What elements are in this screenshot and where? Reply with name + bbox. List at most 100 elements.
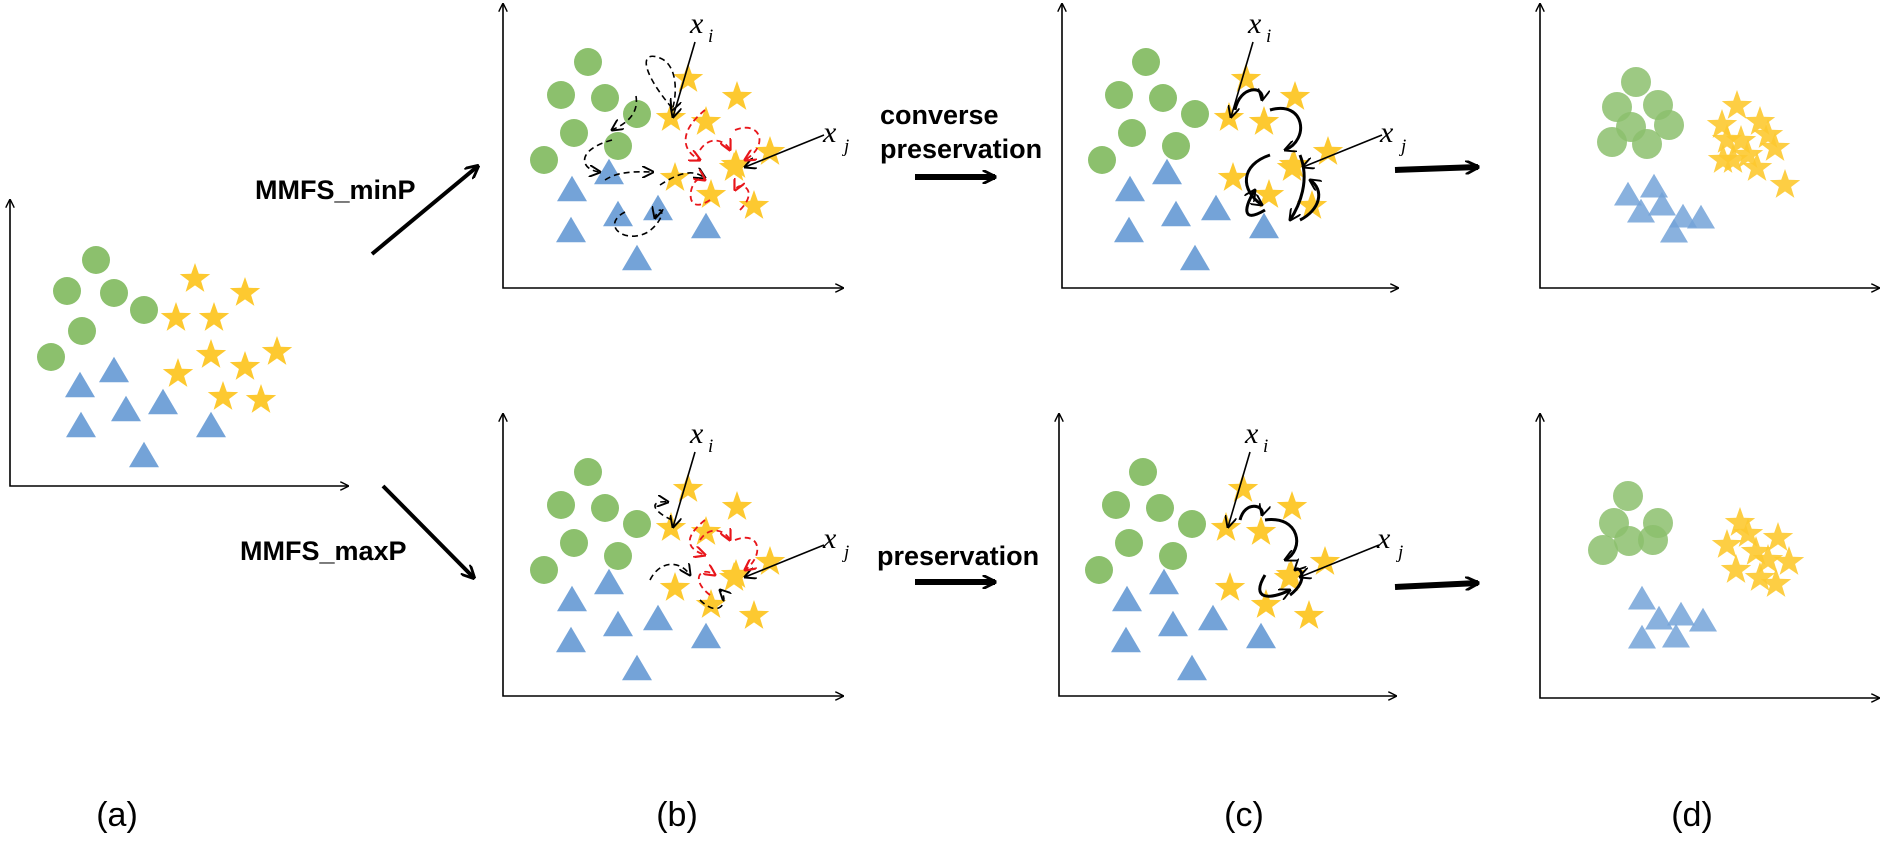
- circle-icon: [1146, 494, 1174, 522]
- preservation-arrow: [1233, 90, 1262, 111]
- xj-pointer-arrow: [1303, 134, 1383, 167]
- svg-text:x: x: [822, 522, 837, 555]
- triangle-icon: [1158, 610, 1188, 637]
- svg-text:x: x: [1376, 522, 1391, 555]
- star-icon: [721, 491, 753, 520]
- triangle-icon: [196, 411, 226, 438]
- svg-text:x: x: [1244, 417, 1259, 450]
- triangle-icon: [1152, 158, 1182, 185]
- svg-text:j: j: [841, 542, 849, 563]
- triangle-icon: [622, 654, 652, 681]
- star-icon: [1214, 572, 1246, 601]
- svg-text:x: x: [1247, 7, 1262, 40]
- star-icon: [198, 302, 230, 331]
- triangle-icon: [643, 194, 673, 221]
- panel-label-b: (b): [656, 796, 698, 834]
- transition-arrows: [370, 166, 1478, 587]
- circle-icon: [530, 556, 558, 584]
- triangle-icon: [1662, 623, 1690, 648]
- triangle-icon: [1640, 173, 1668, 198]
- star-icon: [659, 162, 691, 191]
- svg-text:j: j: [841, 136, 849, 157]
- circle-icon: [1088, 146, 1116, 174]
- triangle-icon: [603, 610, 633, 637]
- triangle-icon: [1645, 605, 1673, 630]
- star-icon: [754, 136, 786, 165]
- triangle-icon: [148, 388, 178, 415]
- star-icon: [754, 546, 786, 575]
- star-icon: [1724, 507, 1756, 536]
- star-icon: [1740, 536, 1772, 565]
- star-icon: [690, 106, 722, 135]
- step-label-preservation-top: preservation: [880, 134, 1042, 164]
- circle-icon: [82, 246, 110, 274]
- star-icon: [1210, 512, 1242, 541]
- triangle-icon: [129, 441, 159, 468]
- triangle-icon: [557, 175, 587, 202]
- axis-0: [10, 200, 348, 486]
- star-icon: [1706, 109, 1738, 138]
- triangle-icon: [691, 212, 721, 239]
- preservation-arrow: [1264, 518, 1299, 560]
- svg-text:i: i: [1266, 26, 1271, 47]
- xj-label-b-bottom: x j: [822, 522, 849, 563]
- circle-icon: [591, 494, 619, 522]
- axis-2: [1062, 4, 1398, 288]
- star-icon: [1732, 139, 1764, 168]
- step-label-converse: converse: [880, 100, 999, 130]
- star-icon: [1744, 106, 1776, 135]
- preservation-arrow: [1247, 190, 1266, 217]
- triangle-icon: [1667, 601, 1695, 626]
- axis-1: [503, 4, 843, 288]
- neighbor-arrow: [612, 95, 638, 130]
- triangle-icon: [622, 244, 652, 271]
- circle-icon: [1632, 129, 1662, 159]
- triangle-icon: [1161, 200, 1191, 227]
- svg-text:x: x: [822, 116, 837, 149]
- star-icon: [1217, 162, 1249, 191]
- star-icon: [1276, 491, 1308, 520]
- triangle-icon: [556, 626, 586, 653]
- star-icon: [738, 190, 770, 219]
- star-icon: [207, 381, 239, 410]
- panel-label-a: (a): [96, 796, 138, 834]
- triangle-icon: [594, 158, 624, 185]
- star-icon: [659, 572, 691, 601]
- preservation-arrow: [1238, 506, 1262, 521]
- xi-label-b-bottom: x i: [689, 417, 713, 457]
- preservation-arrow: [1290, 154, 1306, 220]
- xi-pointer-arrow: [673, 451, 696, 527]
- circle-icon: [547, 81, 575, 109]
- cross-arrow: [734, 537, 759, 570]
- circle-icon: [1613, 481, 1643, 511]
- star-icon: [245, 384, 277, 413]
- xi-label-b-top: x i: [689, 7, 713, 47]
- preservation-arrow: [1269, 106, 1302, 150]
- triangle-icon: [1628, 624, 1656, 649]
- circle-icon: [560, 119, 588, 147]
- panel-label-d: (d): [1671, 796, 1713, 834]
- circle-icon: [623, 100, 651, 128]
- arrow-icon: [1394, 583, 1478, 587]
- xj-label-c-top: x j: [1379, 116, 1406, 157]
- star-icon: [179, 263, 211, 292]
- triangle-icon: [1114, 216, 1144, 243]
- star-icon: [1245, 516, 1277, 545]
- star-icon: [690, 516, 722, 545]
- star-icon: [1725, 125, 1757, 154]
- triangle-icon: [1628, 585, 1656, 610]
- neighbor-arrow: [649, 564, 690, 581]
- axis-3: [1540, 4, 1879, 288]
- axis-4: [503, 414, 843, 696]
- circle-icon: [53, 277, 81, 305]
- triangle-icon: [556, 216, 586, 243]
- arrow-icon: [381, 484, 474, 578]
- triangle-icon: [1689, 607, 1717, 632]
- method-label-maxp: MMFS_maxP: [240, 536, 407, 566]
- cross-arrow: [735, 186, 750, 211]
- triangle-icon: [691, 622, 721, 649]
- cross-arrow: [699, 141, 730, 150]
- star-icon: [718, 152, 750, 181]
- star-icon: [1762, 522, 1794, 551]
- star-icon: [672, 63, 704, 92]
